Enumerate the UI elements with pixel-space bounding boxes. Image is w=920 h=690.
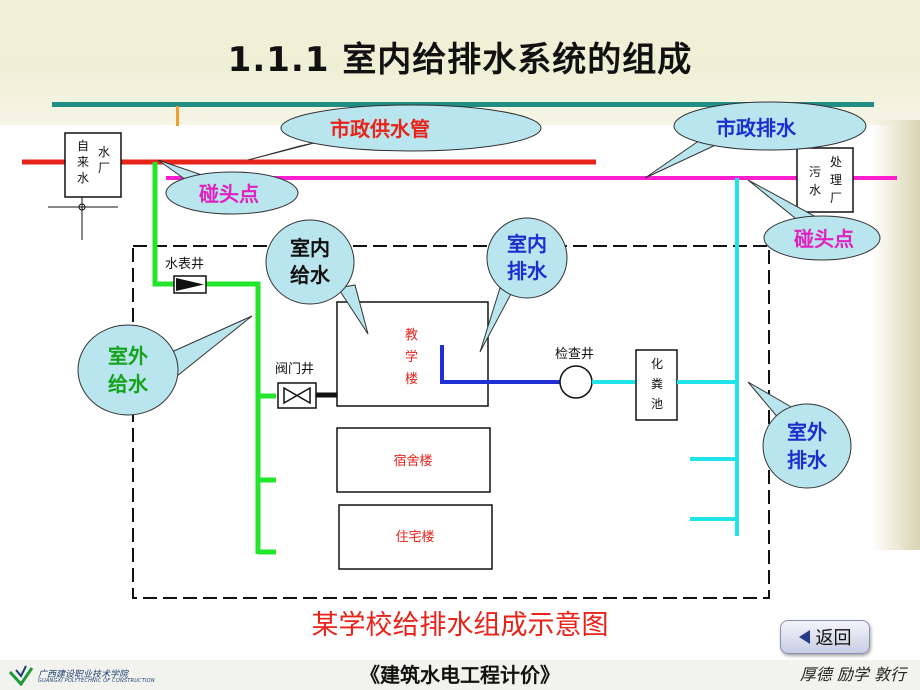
teaching-building-label: 教学楼 — [405, 327, 418, 387]
course-title: 《建筑水电工程计价》 — [360, 663, 560, 687]
outdoor-supply-main — [210, 281, 261, 554]
water-plant-label-a: 自来水 — [77, 139, 89, 185]
diagram-caption: 某学校给排水组成示意图 — [311, 610, 609, 641]
school-motto: 厚德 励学 敦行 — [799, 665, 906, 684]
callout-municipal-supply: 市政供水管 — [247, 104, 542, 161]
residence-building — [338, 504, 493, 570]
callout-connection-right-text: 碰头点 — [794, 227, 854, 251]
callout-outdoor-drain-line1: 室外 — [787, 420, 827, 444]
decor-tick — [176, 106, 179, 126]
valve-well-label: 阀门井 — [275, 362, 314, 377]
valve-right-icon — [295, 386, 311, 405]
dormitory-label: 宿舍楼 — [393, 453, 432, 469]
septic-tank-label: 化粪池 — [651, 357, 663, 411]
callout-connection-right: 碰头点 — [747, 179, 881, 261]
indoor-drain-pipe — [440, 345, 560, 384]
water-plant-label-b: 水厂 — [98, 145, 110, 175]
callout-connection-left-text: 碰头点 — [199, 182, 259, 206]
callout-outdoor-drain: 室外 排水 — [747, 381, 852, 489]
decorative-floral-edge — [872, 120, 920, 550]
callout-outdoor-supply: 室外 给水 — [77, 315, 253, 416]
water-plant-node — [78, 203, 86, 211]
inspection-well-symbol — [559, 365, 593, 399]
school-logo-name: 广西建设职业技术学院 — [38, 670, 129, 680]
back-button[interactable]: 返回 — [780, 620, 870, 654]
callout-outdoor-supply-line1: 室外 — [108, 344, 148, 368]
callout-indoor-supply: 室内 给水 — [265, 219, 369, 335]
meter-well-label: 水表井 — [165, 257, 204, 272]
callout-indoor-supply-line2: 给水 — [290, 263, 331, 287]
school-logo: 广西建设职业技术学院 GUANGXI POLYTECHNIC OF CONSTR… — [8, 664, 198, 688]
callout-indoor-supply-line1: 室内 — [290, 236, 330, 260]
school-logo-sub: GUANGXI POLYTECHNIC OF CONSTRUCTION — [38, 678, 155, 684]
school-logo-icon — [8, 665, 34, 687]
valve-left-icon — [283, 386, 299, 405]
sewage-plant-label-b: 处理厂 — [830, 155, 842, 205]
title-underline — [52, 102, 874, 107]
left-triangle-icon — [798, 630, 810, 644]
callout-indoor-drain-line2: 排水 — [507, 259, 548, 283]
callout-indoor-drain: 室内 排水 — [479, 217, 568, 353]
footer-bar: 广西建设职业技术学院 GUANGXI POLYTECHNIC OF CONSTR… — [0, 660, 920, 690]
sewage-plant-box — [796, 147, 854, 213]
callout-municipal-drain: 市政排水 — [644, 101, 867, 179]
school-boundary — [132, 245, 770, 599]
sewage-plant-label-a: 污水 — [809, 165, 821, 197]
meter-arrow-icon — [176, 278, 204, 291]
water-plant-box — [64, 132, 122, 198]
residence-label: 住宅楼 — [395, 530, 434, 545]
callout-connection-left: 碰头点 — [157, 159, 299, 215]
inspection-well-label: 检查井 — [555, 347, 594, 362]
back-button-label: 返回 — [815, 628, 852, 649]
callout-municipal-drain-text: 市政排水 — [716, 116, 797, 140]
callout-outdoor-drain-line2: 排水 — [787, 448, 828, 472]
dormitory-building — [336, 427, 491, 493]
callout-indoor-drain-line1: 室内 — [507, 232, 547, 256]
septic-tank — [635, 349, 678, 421]
callout-outdoor-supply-line2: 给水 — [108, 372, 149, 396]
callout-municipal-supply-text: 市政供水管 — [330, 117, 430, 141]
page-title: 1.1.1 室内给排水系统的组成 — [227, 40, 693, 80]
